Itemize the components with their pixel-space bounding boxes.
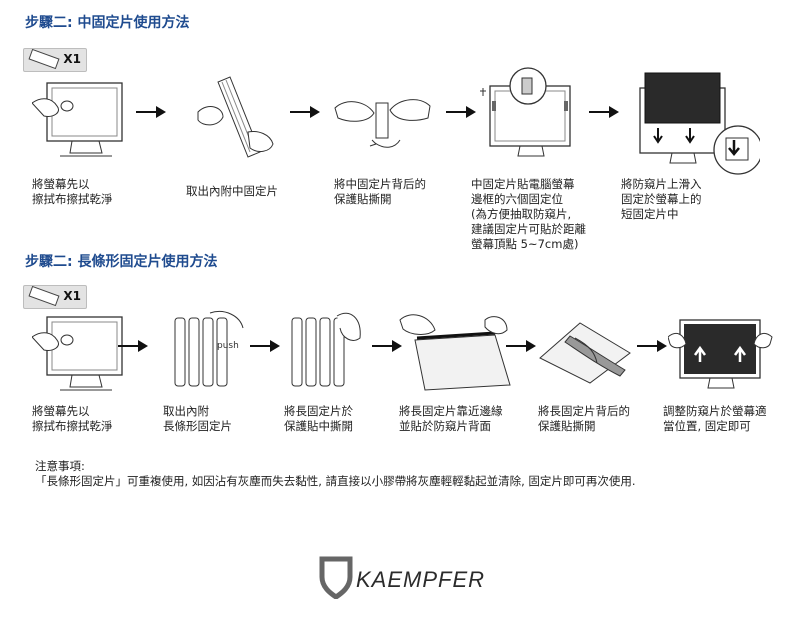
arrow-icon	[446, 106, 476, 118]
slide-filter-illustration	[639, 72, 760, 175]
kaempfer-logo: KAEMPFER	[318, 555, 488, 605]
tear-long-strip-illustration	[291, 312, 361, 387]
notes-body: 「長條形固定片」可重複使用, 如因沾有灰塵而失去黏性, 請直接以小膠帶將灰塵輕輕…	[35, 474, 636, 488]
section2-title: 步驟二: 長條形固定片使用方法	[25, 254, 218, 270]
peel-mid-strip-illustration	[334, 99, 431, 148]
attach-mid-strip-illustration	[480, 67, 571, 157]
arrow-icon	[290, 106, 320, 118]
step-caption: 取出內附中固定片	[186, 184, 278, 198]
peel-long-strip-illustration	[539, 322, 631, 384]
push-label: push	[217, 341, 239, 351]
step-caption: 將防窺片上滑入 固定於螢幕上的 短固定片中	[621, 177, 702, 221]
logo-text: KAEMPFER	[356, 567, 486, 592]
step-caption: 調整防窺片於螢幕適 當位置, 固定即可	[663, 404, 767, 433]
step-caption: 將長固定片靠近邊緣 並貼於防窺片背面	[399, 404, 503, 433]
adjust-filter-illustration	[668, 319, 773, 389]
arrow-icon	[118, 340, 148, 352]
section2-qty: X1	[63, 289, 81, 303]
wipe-monitor-illustration	[32, 316, 123, 391]
step-caption: 將螢幕先以 擦拭布擦拭乾淨	[32, 404, 113, 433]
arrow-icon	[589, 106, 619, 118]
step-caption: 將長固定片於 保護貼中撕開	[284, 404, 353, 433]
step-caption: 將長固定片背后的 保護貼撕開	[538, 404, 630, 433]
stick-strip-illustration	[399, 314, 511, 391]
arrow-icon	[250, 340, 280, 352]
section1-badge: X1	[23, 48, 87, 72]
wipe-monitor-illustration	[32, 82, 123, 157]
strip-icon	[28, 48, 60, 70]
arrow-icon	[372, 340, 402, 352]
arrow-icon	[506, 340, 536, 352]
long-strips-illustration: push	[174, 311, 244, 387]
step-caption: 取出內附 長條形固定片	[163, 404, 232, 433]
step-caption: 將中固定片背后的 保護貼撕開	[334, 177, 426, 206]
section1-qty: X1	[63, 52, 81, 66]
shield-icon	[319, 556, 353, 601]
section2-badge: X1	[23, 285, 87, 309]
strip-icon	[28, 285, 60, 307]
mid-strip-illustration	[197, 76, 274, 158]
section1-title: 步驟二: 中固定片使用方法	[25, 15, 190, 31]
notes-title: 注意事項:	[35, 459, 85, 473]
step-caption: 將螢幕先以 擦拭布擦拭乾淨	[32, 177, 113, 206]
arrow-icon	[637, 340, 667, 352]
step-caption: 中固定片貼電腦螢幕 邊框的六個固定位 (為方便抽取防窺片, 建議固定片可貼於距離…	[471, 177, 586, 251]
arrow-icon	[136, 106, 166, 118]
